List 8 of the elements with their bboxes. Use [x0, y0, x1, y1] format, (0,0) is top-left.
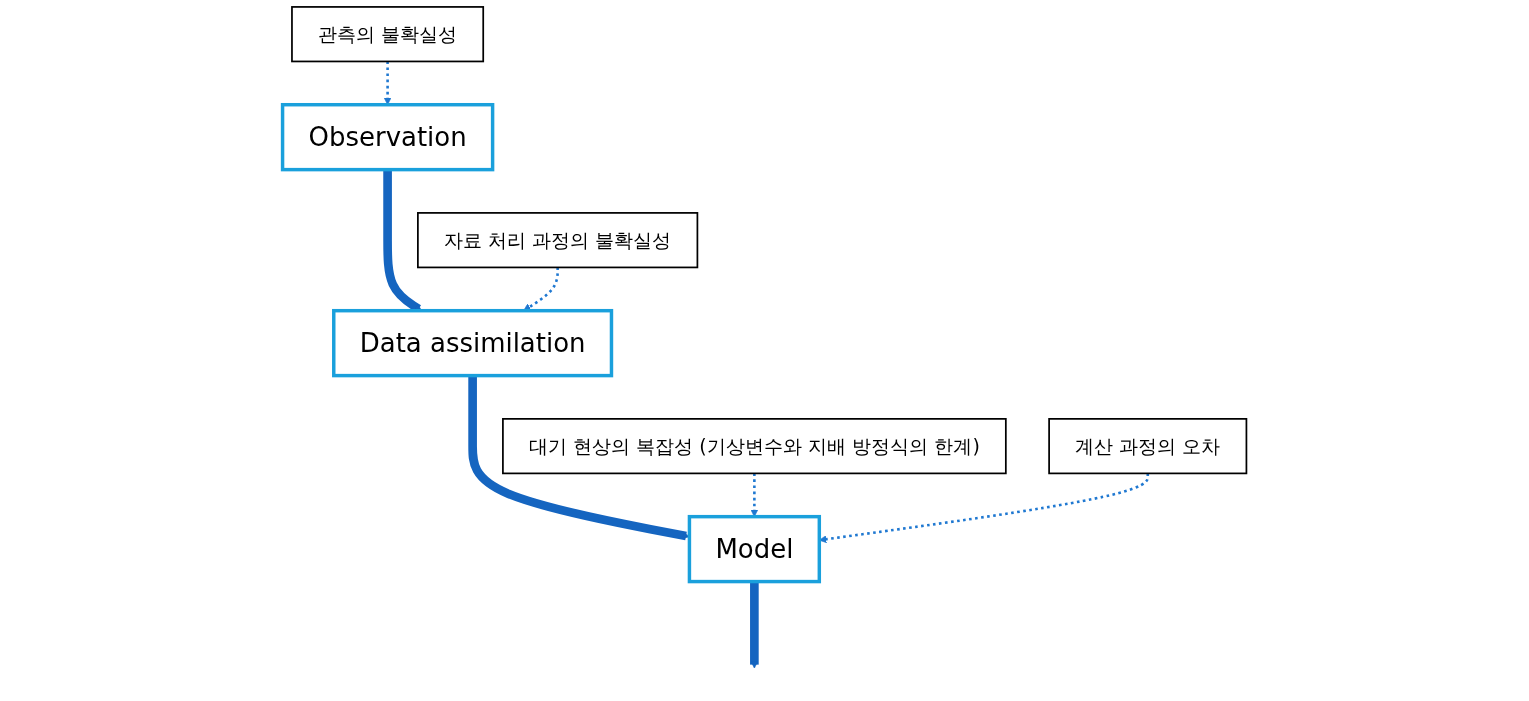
arrow [750, 473, 759, 517]
node-box: 대기 현상의 복잡성 (기상변수와 지배 방정식의 한계) [502, 418, 1007, 475]
node-box: Observation [280, 103, 495, 172]
node-box: Data assimilation [332, 308, 614, 378]
node-box: Model [687, 514, 822, 584]
node-box: 계산 과정의 오차 [1048, 418, 1248, 475]
node-box: 자료 처리 과정의 불확실성 [417, 212, 699, 269]
node-box: 관측의 불확실성 [291, 6, 485, 63]
